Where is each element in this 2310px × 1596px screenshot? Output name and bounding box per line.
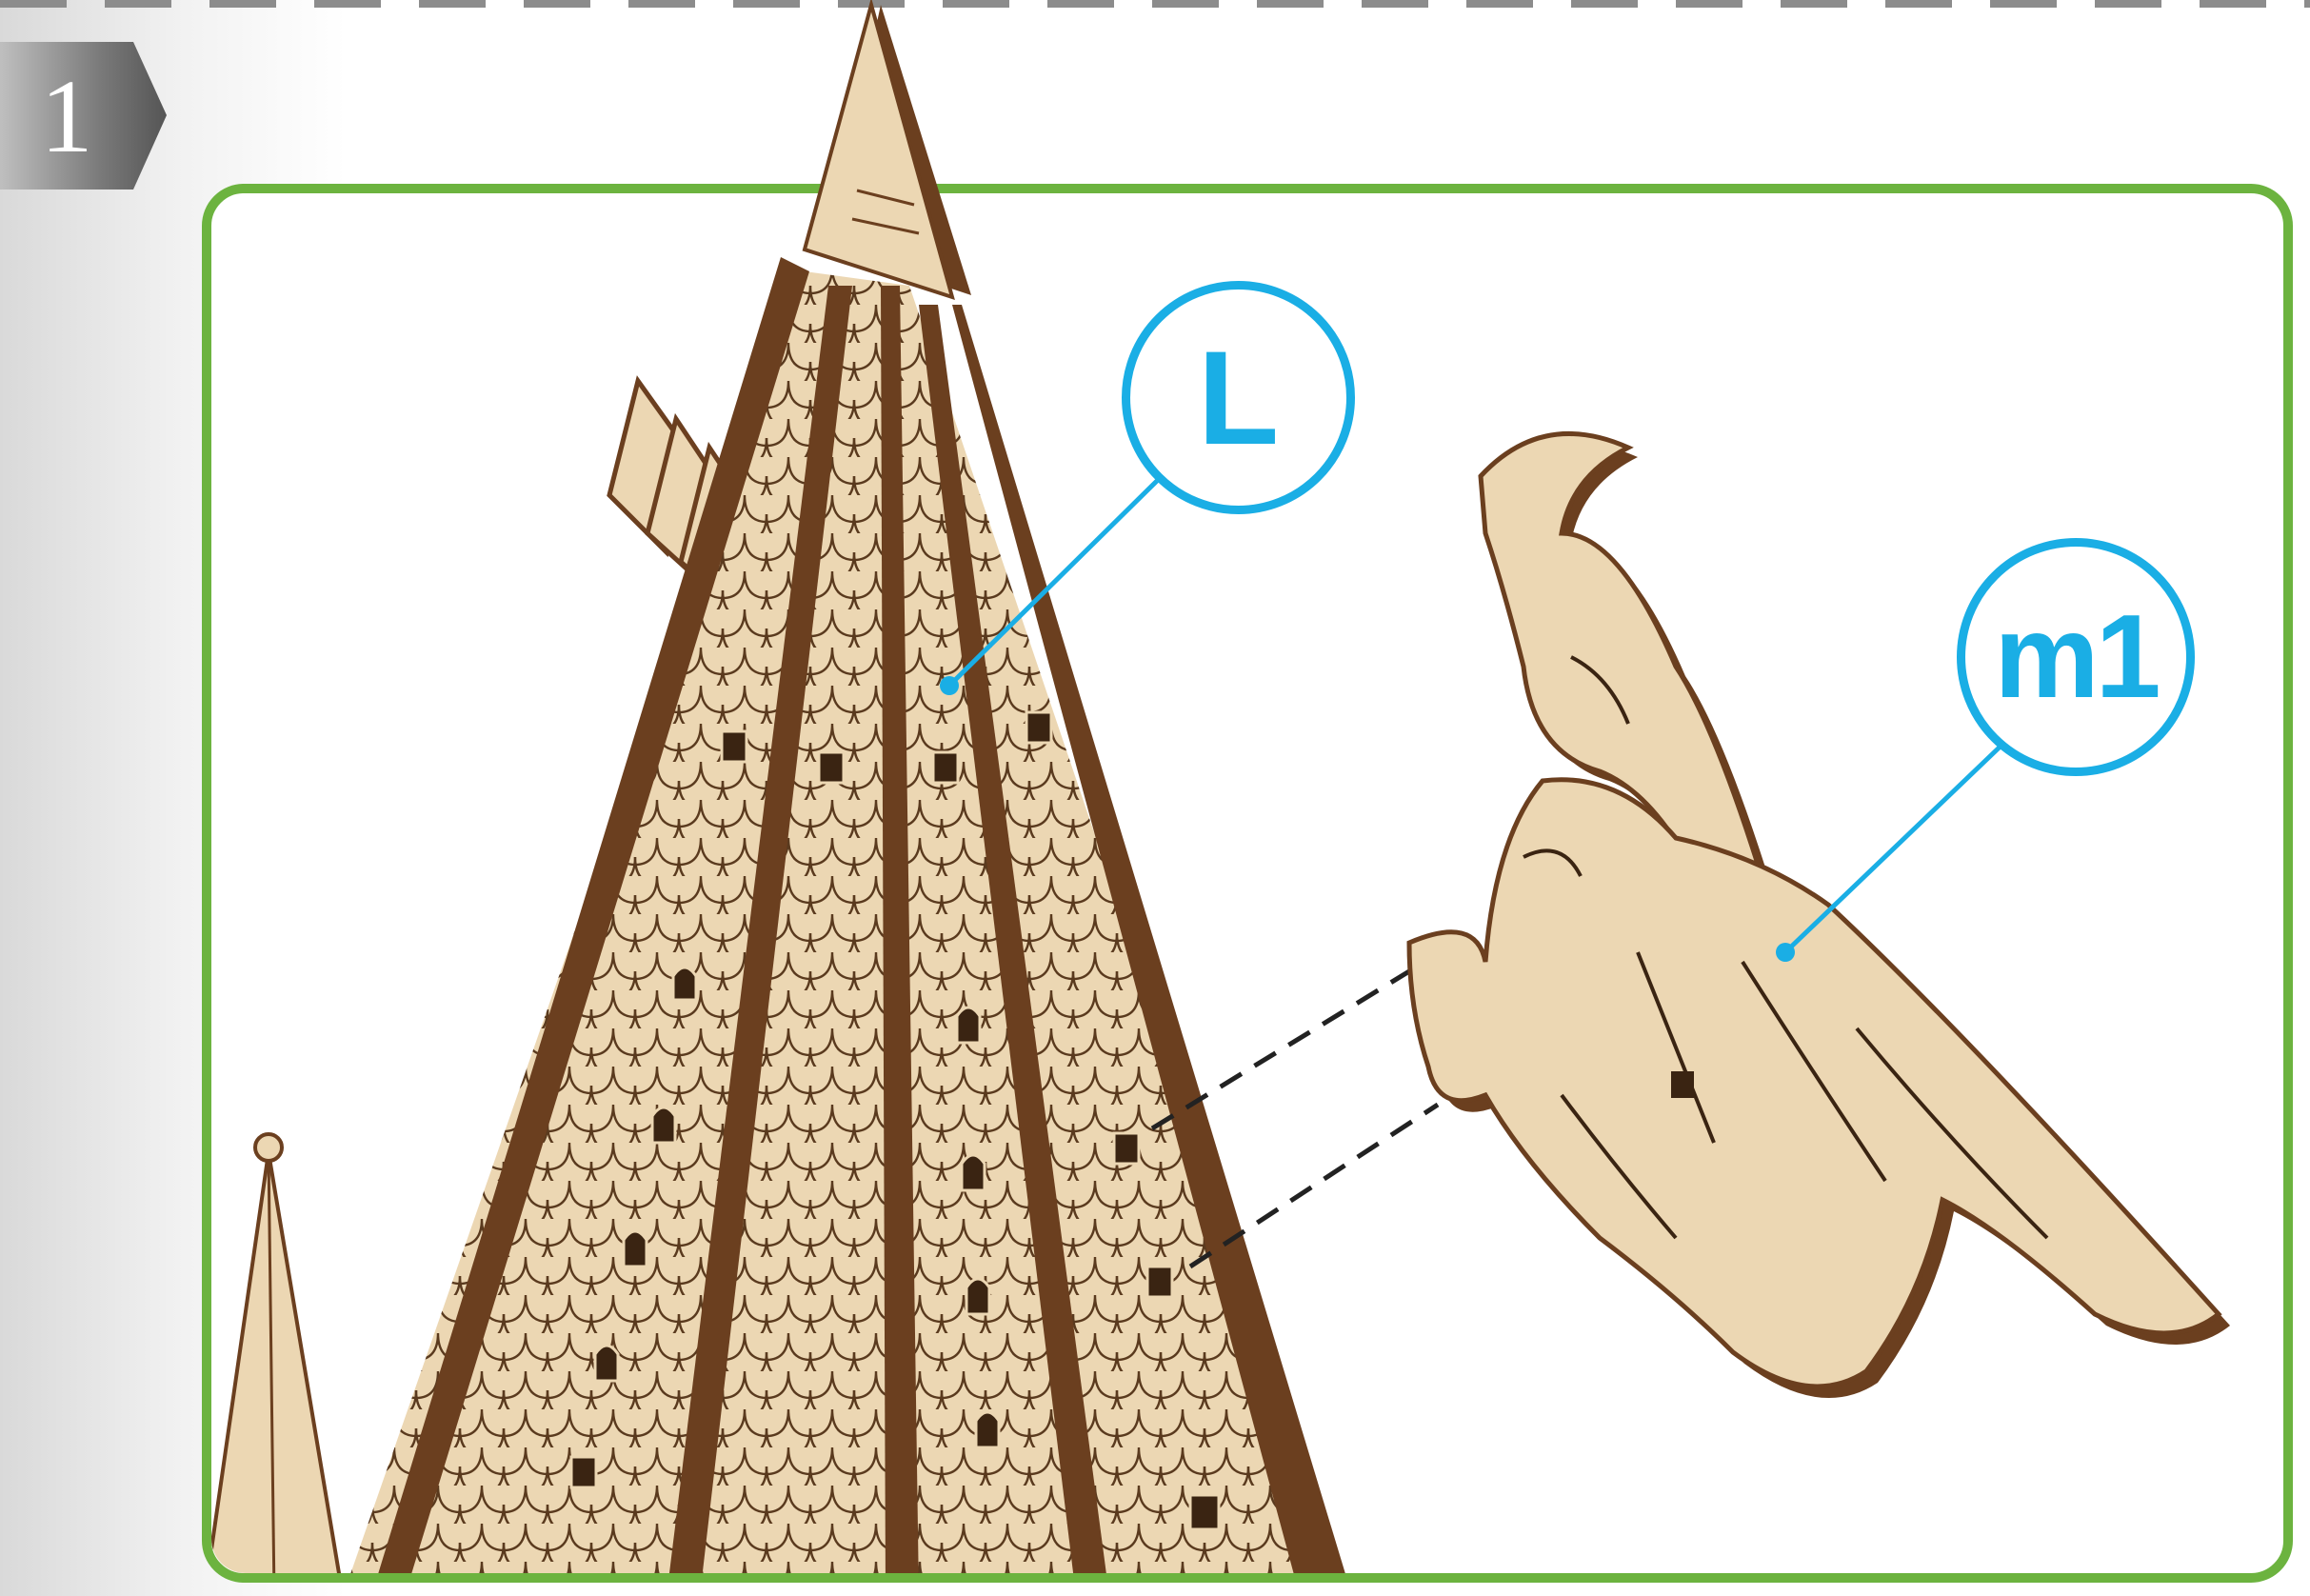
callout-label-m1: m1 xyxy=(1957,538,2195,776)
callout-label-L: L xyxy=(1122,281,1355,514)
callout-anchor-L xyxy=(940,676,959,695)
callout-anchor-m1 xyxy=(1776,943,1795,962)
spire-tip xyxy=(805,5,971,297)
small-spire xyxy=(205,1134,343,1596)
